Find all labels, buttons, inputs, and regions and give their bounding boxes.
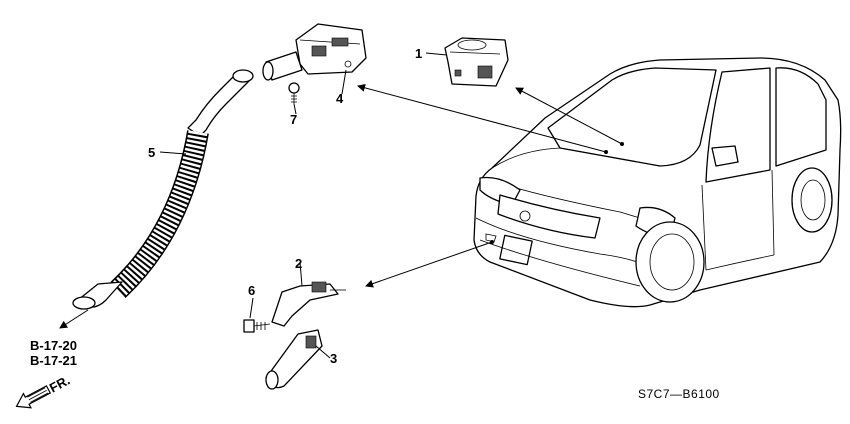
vehicle-illustration	[473, 57, 842, 308]
front-direction-label: FR.	[47, 372, 73, 395]
part-4-sensor-unit	[262, 23, 367, 81]
reference-label: B-17-20	[30, 338, 77, 353]
part-5-hose	[72, 69, 254, 310]
part-1-switch	[444, 37, 509, 87]
callout-2: 2	[295, 256, 302, 271]
part-7-screw	[288, 82, 300, 104]
part-6-bolt	[243, 319, 271, 333]
callout-3: 3	[330, 351, 337, 366]
front-direction-arrow-icon: FR.	[15, 372, 73, 409]
part-3-nozzle	[265, 329, 323, 390]
callout-5: 5	[148, 145, 155, 160]
diagram-code: S7C7—B6100	[638, 387, 720, 401]
callout-1: 1	[415, 46, 422, 61]
callout-7: 7	[290, 112, 297, 127]
reference-label: B-17-21	[30, 353, 77, 368]
callout-6: 6	[248, 283, 255, 298]
callout-4: 4	[336, 91, 344, 106]
leader-lines	[59, 52, 623, 359]
part-2-bracket	[271, 281, 346, 327]
